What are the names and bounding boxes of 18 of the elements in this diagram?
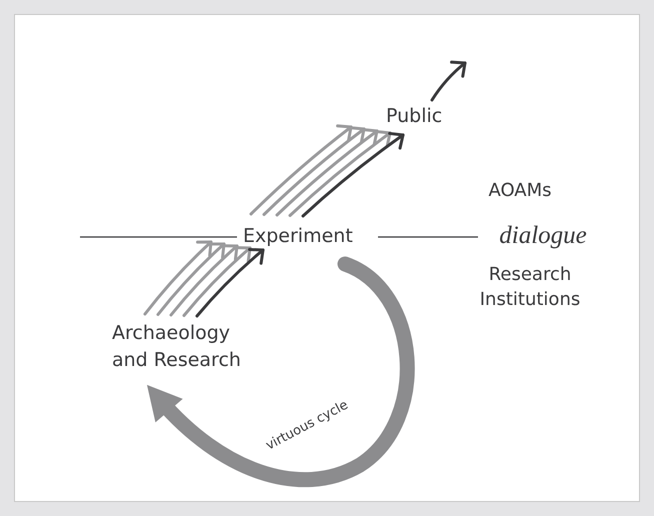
arrow [250, 124, 352, 216]
arrow [156, 242, 226, 316]
script-word: dialogue [498, 221, 588, 251]
arrow [276, 128, 378, 216]
arrow [170, 244, 238, 316]
cycle-arrow [146, 256, 414, 487]
arrow [288, 130, 392, 217]
arrow [430, 60, 466, 102]
side-label: Research Institutions [478, 263, 582, 312]
arrow [144, 240, 212, 316]
arrow [182, 246, 252, 317]
side-label: AOAMs [487, 179, 553, 203]
node-label: Public [386, 104, 442, 129]
arrow [196, 248, 264, 318]
node-label: Experiment [243, 224, 353, 249]
node-label: Archaeology and Research [112, 320, 262, 374]
arrow [262, 126, 366, 216]
arrow [302, 132, 404, 218]
